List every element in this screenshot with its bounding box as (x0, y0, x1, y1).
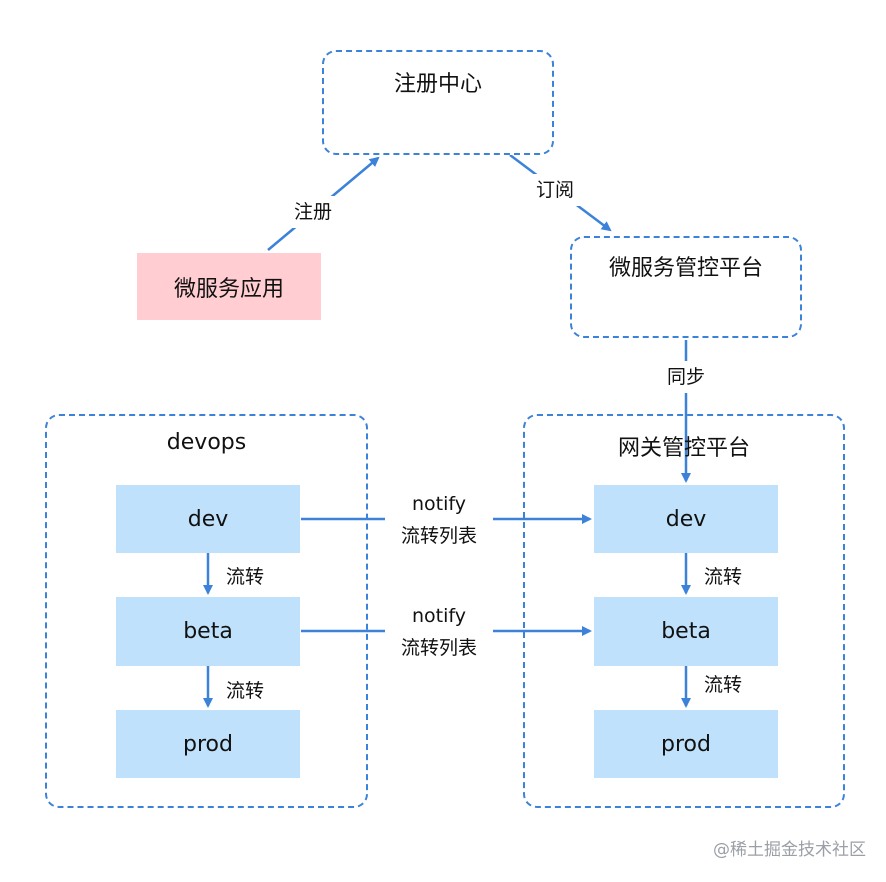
stage-label: prod (183, 731, 233, 757)
gateway-stage-beta: beta (594, 597, 778, 666)
sync-label: 同步 (661, 361, 711, 393)
watermark: @稀土掘金技术社区 (713, 840, 866, 860)
devops-title: devops (166, 430, 247, 455)
notify-label-line1: notify (412, 493, 466, 515)
devops-flow-label-1: 流转 (226, 566, 265, 588)
gateway-stage-dev: dev (594, 485, 778, 553)
control-platform-title: 微服务管控平台 (608, 256, 763, 281)
control-platform-box: 微服务管控平台 (570, 236, 802, 338)
microservice-app-box: 微服务应用 (137, 253, 321, 320)
devops-stage-dev: dev (116, 485, 300, 553)
stage-label: prod (661, 731, 711, 757)
gateway-title: 网关管控平台 (617, 436, 750, 461)
notify-label-beta: notify 流转列表 (385, 600, 493, 664)
gateway-flow-label-1: 流转 (704, 566, 743, 588)
registry-box: 注册中心 (322, 50, 554, 155)
notify-label-line2: 流转列表 (400, 525, 477, 547)
gateway-container: 网关管控平台 (523, 414, 845, 808)
stage-label: beta (661, 619, 711, 644)
devops-container: devops (45, 414, 368, 808)
stage-label: dev (665, 506, 707, 532)
notify-label-line2: 流转列表 (400, 637, 477, 659)
devops-stage-beta: beta (116, 597, 300, 666)
microservice-app-label: 微服务应用 (173, 276, 284, 302)
registry-title: 注册中心 (393, 72, 482, 97)
gateway-stage-prod: prod (594, 710, 778, 778)
stage-label: beta (183, 619, 233, 644)
notify-label-line1: notify (412, 605, 466, 627)
devops-flow-label-2: 流转 (226, 680, 265, 702)
stage-label: dev (187, 506, 229, 532)
devops-stage-prod: prod (116, 710, 300, 778)
subscribe-label: 订阅 (530, 174, 580, 206)
notify-label-dev: notify 流转列表 (385, 488, 493, 552)
gateway-flow-label-2: 流转 (704, 674, 743, 696)
register-label: 注册 (288, 196, 338, 228)
